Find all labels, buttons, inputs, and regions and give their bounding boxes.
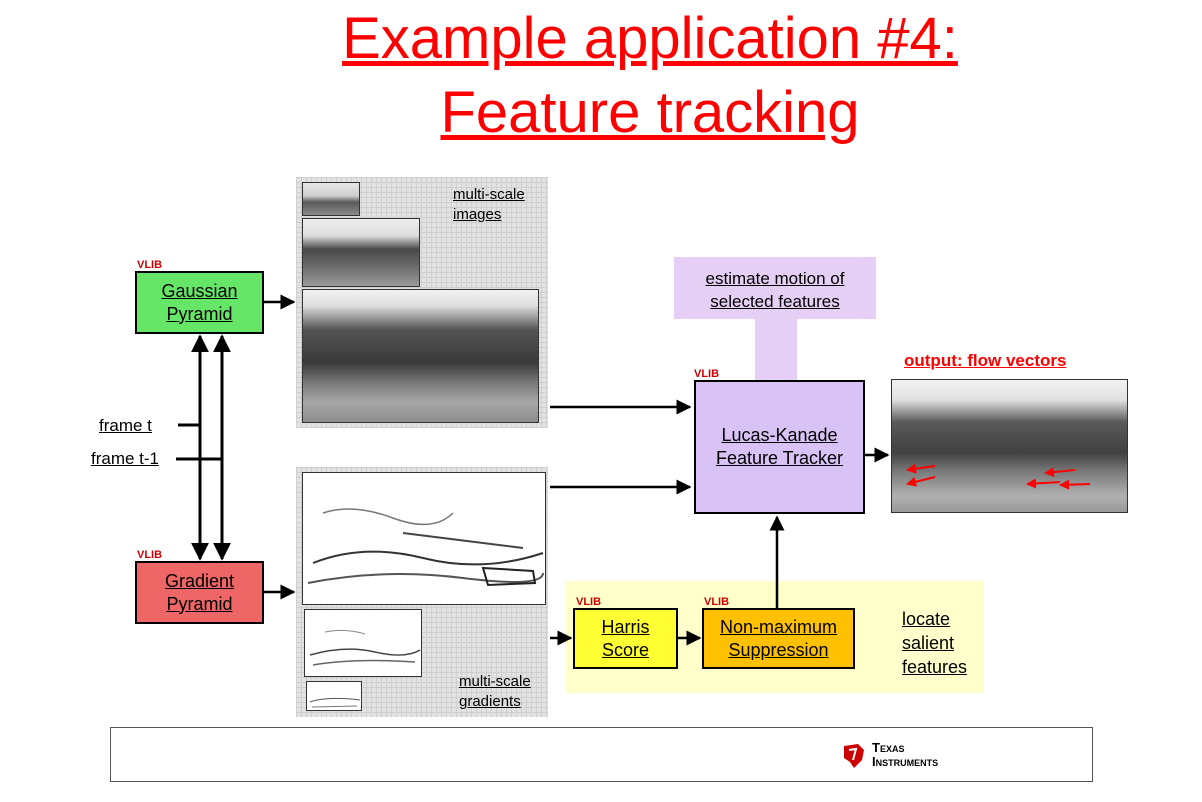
image-large <box>302 289 539 423</box>
ti-logo-icon <box>844 744 864 768</box>
gradient-large-strokes <box>307 508 544 587</box>
ti-logo-line1: Texas <box>872 740 905 755</box>
frame-t-label: frame t <box>99 416 152 435</box>
slide-title-line2: Feature tracking <box>440 80 860 145</box>
vlib-tag-lucas-kanade: VLIB <box>694 368 720 380</box>
vlib-tag-gaussian: VLIB <box>137 259 163 271</box>
non-maximum-suppression-block: Non-maximum Suppression <box>702 608 855 669</box>
estimate-motion-stem <box>755 319 797 381</box>
vlib-tag-gradient: VLIB <box>137 549 163 561</box>
gradient-large <box>302 472 546 605</box>
gaussian-pyramid-block: Gaussian Pyramid <box>135 271 264 334</box>
output-flow-image <box>891 379 1128 513</box>
estimate-motion-label: estimate motion of selected features <box>705 269 845 311</box>
multi-scale-images-label: multi-scale images <box>453 186 525 223</box>
gradient-pyramid-block: Gradient Pyramid <box>135 561 264 624</box>
flow-vector <box>906 463 936 474</box>
gradient-medium-strokes <box>309 629 421 666</box>
footer-bar <box>110 727 1093 782</box>
flow-vector <box>906 476 936 487</box>
ti-logo-line2: Instruments <box>872 754 939 769</box>
gradient-small-strokes <box>309 697 361 708</box>
flow-vector <box>1059 479 1091 490</box>
lucas-kanade-block: Lucas-Kanade Feature Tracker <box>694 380 865 514</box>
flow-vector <box>1044 467 1076 478</box>
image-small <box>302 182 360 216</box>
harris-score-block: Harris Score <box>573 608 678 669</box>
image-medium <box>302 218 420 287</box>
flow-vector <box>1026 478 1061 489</box>
gradient-medium <box>304 609 422 677</box>
gradient-small <box>306 681 362 711</box>
slide-title-line1: Example application #4: <box>342 6 958 71</box>
output-flow-vectors-label: output: flow vectors <box>904 351 1067 370</box>
locate-salient-features-label: locate salient features <box>902 609 968 677</box>
vlib-tag-nms: VLIB <box>704 596 730 608</box>
frame-t-1-label: frame t-1 <box>91 449 160 468</box>
vlib-tag-harris: VLIB <box>576 596 602 608</box>
multi-scale-gradients-label: multi-scale gradients <box>459 673 531 710</box>
estimate-motion-highlight <box>674 257 876 319</box>
ti-logo: Texas Instruments <box>840 740 938 770</box>
